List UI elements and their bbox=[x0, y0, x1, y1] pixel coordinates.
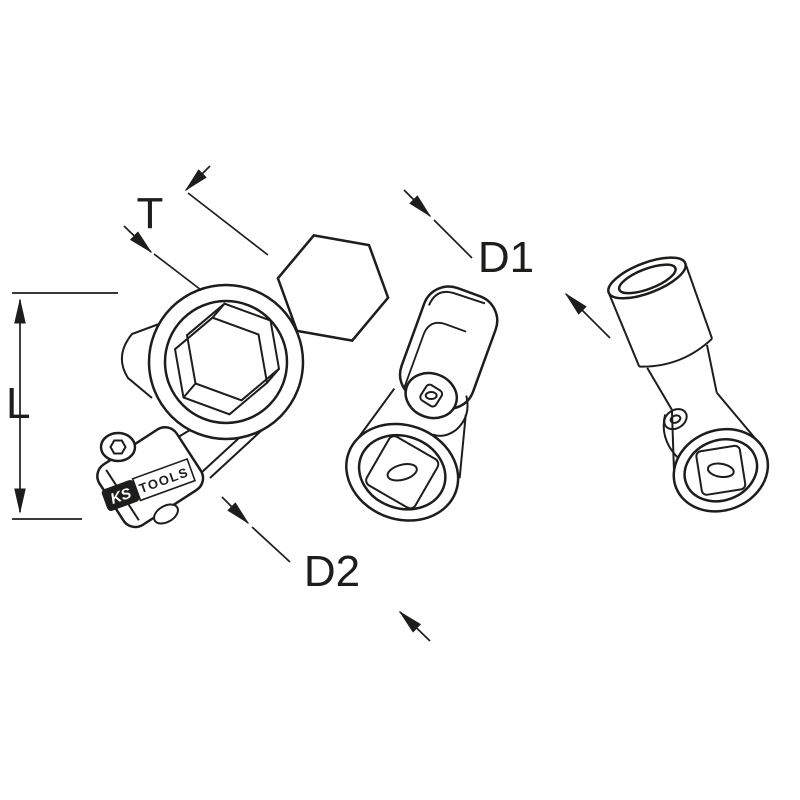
socket-bore bbox=[163, 299, 289, 425]
cylinder-wall bbox=[670, 409, 676, 472]
drive-slot bbox=[153, 503, 179, 525]
dimension-d2: D2 bbox=[221, 496, 431, 642]
dimension-l: L bbox=[6, 292, 118, 520]
extension-line bbox=[251, 526, 291, 563]
socket-rim bbox=[147, 283, 305, 441]
pivot-hex-pin bbox=[109, 439, 127, 455]
dim-label-d1: D1 bbox=[478, 233, 534, 282]
cylinder-wall bbox=[715, 391, 757, 441]
dimension-d1: D1 bbox=[403, 189, 611, 339]
pivot-knuckle bbox=[99, 431, 137, 463]
socket-front-view: KS TOOLS bbox=[96, 283, 305, 529]
logo-ks-box bbox=[101, 479, 140, 511]
yoke-edge bbox=[646, 367, 673, 411]
dimension-arrow bbox=[221, 496, 250, 525]
dimension-arrow bbox=[564, 292, 611, 339]
cylinder-wall bbox=[355, 387, 396, 442]
logo-tools-box bbox=[131, 457, 197, 502]
side-flange bbox=[121, 323, 160, 399]
drive-opening-inner bbox=[683, 438, 759, 503]
socket-side-view bbox=[345, 285, 499, 522]
shoulder-band bbox=[639, 337, 713, 368]
body-edge bbox=[209, 429, 263, 479]
pin-slot bbox=[386, 463, 418, 482]
hex-recess-back bbox=[173, 316, 269, 416]
dimension-arrow bbox=[184, 165, 211, 192]
extension-line bbox=[433, 219, 473, 259]
extension-line bbox=[187, 192, 269, 256]
fork-slot-edge bbox=[403, 321, 467, 390]
socket-rear-view bbox=[607, 256, 770, 513]
dimension-arrow bbox=[398, 610, 431, 642]
logo-ks-text: KS bbox=[108, 485, 133, 508]
hex-depth-edge bbox=[182, 382, 197, 399]
pin-slot bbox=[706, 462, 735, 479]
cylinder-wall bbox=[458, 414, 467, 479]
head-wall bbox=[685, 264, 714, 340]
dim-label-t: T bbox=[137, 189, 164, 238]
pivot-pin-dot bbox=[669, 414, 682, 424]
yoke-edge bbox=[705, 344, 718, 393]
dim-label-l: L bbox=[6, 379, 30, 428]
head-cap-inner bbox=[617, 263, 677, 295]
hex-cross-section bbox=[276, 234, 390, 342]
head-cap bbox=[607, 256, 687, 300]
dimension-arrow bbox=[123, 225, 153, 254]
fork-prong bbox=[432, 395, 469, 437]
hex-depth-edge bbox=[211, 303, 226, 319]
hex-depth-edge bbox=[266, 368, 280, 384]
hex-recess-front bbox=[185, 302, 281, 402]
drive-opening-inner bbox=[357, 433, 447, 511]
dim-label-d2: D2 bbox=[304, 547, 360, 596]
pivot-dot bbox=[424, 391, 438, 401]
pivot-pin bbox=[663, 408, 688, 431]
dimension-arrow bbox=[403, 189, 432, 218]
dimension-t: T bbox=[123, 165, 269, 307]
fork-chamfer bbox=[427, 290, 486, 306]
head-wall bbox=[608, 294, 641, 368]
